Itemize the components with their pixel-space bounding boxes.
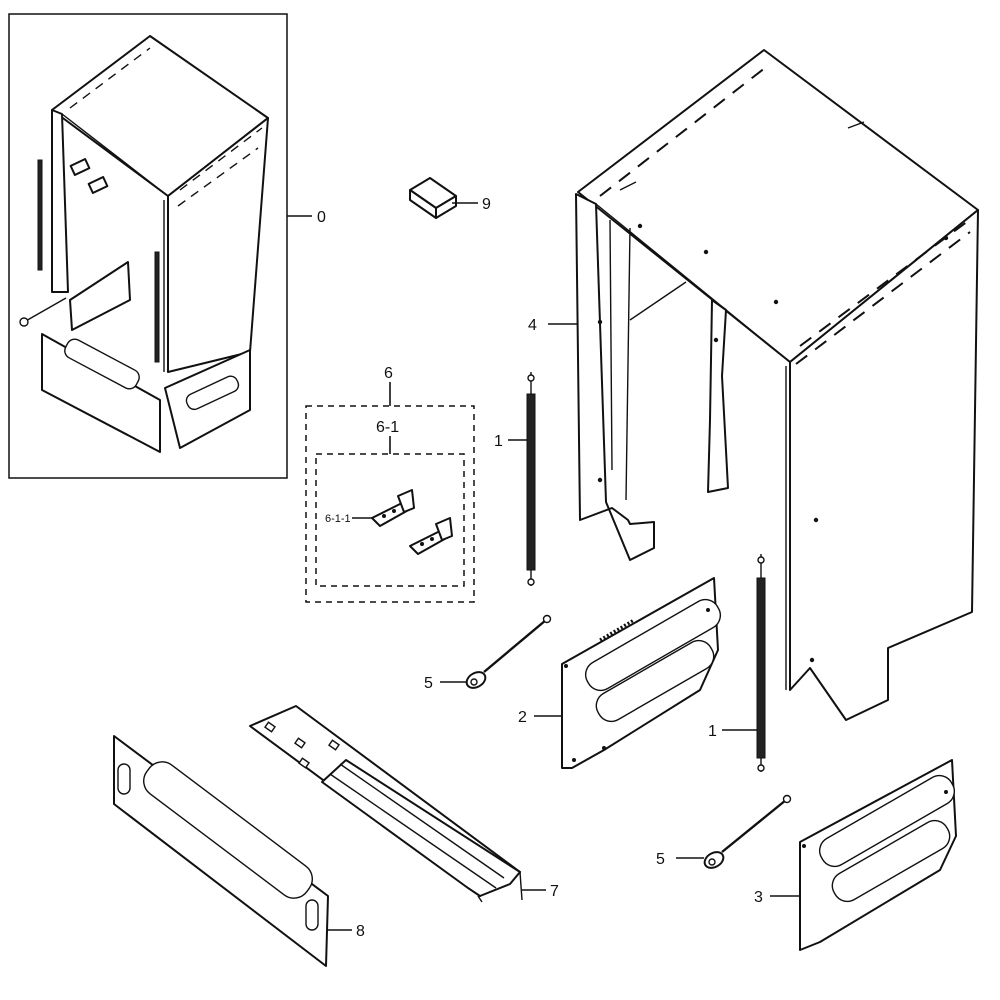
- callout-3: 3: [754, 889, 763, 906]
- foam-block: [409, 177, 457, 219]
- side-panel-left: [561, 577, 722, 769]
- cabinet-side: [789, 209, 979, 721]
- callout-5-bottom: 5: [656, 851, 665, 868]
- cabinet-shell: [575, 49, 979, 721]
- assembly-inset: [8, 13, 288, 479]
- cabinet-front-flange: [575, 193, 655, 561]
- assembly-hinge-1: [69, 158, 91, 176]
- callout-0: 0: [317, 209, 326, 226]
- callout-1-bottom: 1: [708, 723, 717, 740]
- base-rail: [249, 705, 523, 903]
- callout-6-1-1: 6-1-1: [325, 513, 351, 525]
- spring-bottom: [756, 554, 766, 772]
- callout-7: 7: [550, 883, 559, 900]
- hinge-subkit-box: [315, 453, 465, 587]
- callout-4: 4: [528, 317, 537, 334]
- assembly-cable: [23, 297, 67, 323]
- callout-5-top: 5: [424, 675, 433, 692]
- hinge-bracket-2: [409, 517, 453, 555]
- callout-8: 8: [356, 923, 365, 940]
- assembly-hinge-2: [87, 176, 109, 194]
- assembly-frame: [8, 13, 288, 479]
- cable-bottom: [703, 794, 792, 869]
- spring-top: [526, 372, 536, 586]
- callout-6: 6: [384, 365, 393, 382]
- hinge-bracket-1: [371, 489, 415, 527]
- assembly-front-post: [51, 109, 69, 293]
- kick-plate: [113, 735, 329, 967]
- callout-2: 2: [518, 709, 527, 726]
- assembly-spring-left: [37, 159, 43, 271]
- cabinet-inner-strut: [707, 299, 729, 493]
- assembly-inner-panel: [69, 261, 131, 331]
- callout-1-top: 1: [494, 433, 503, 450]
- callout-9: 9: [482, 196, 491, 213]
- hinge-kit-box: [305, 405, 475, 603]
- cable-top: [465, 614, 552, 689]
- assembly-spring-right: [154, 251, 160, 363]
- callout-6-1: 6-1: [376, 419, 399, 436]
- side-panel-right: [799, 759, 957, 951]
